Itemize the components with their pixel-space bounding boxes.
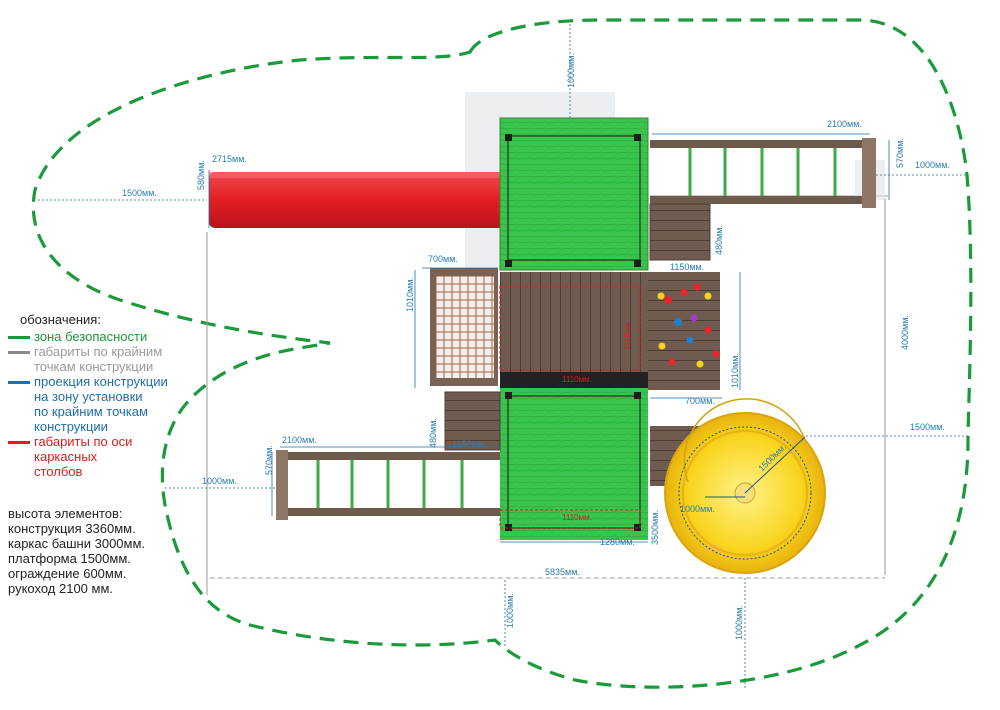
dimension-lines	[38, 20, 968, 690]
legend-label-gabarit: габариты по крайним точкам конструкции	[34, 344, 163, 374]
height-construction: конструкция 3360мм.	[8, 521, 136, 536]
dim-spiral-zone: 1500мм.	[910, 422, 945, 432]
dim-spiral-height: 3500мм.	[650, 510, 660, 545]
heights-title: высота элементов:	[8, 506, 123, 521]
dim-stairs-top: 480мм.	[714, 225, 724, 255]
dim-left-zone: 1500мм.	[122, 188, 157, 198]
dim-bottom-zone-left: 1000мм.	[505, 593, 515, 628]
top-monkey-bars	[650, 138, 876, 208]
dim-left-bottom-zone: 1000мм.	[202, 476, 237, 486]
legend-label-safety-zone: зона безопасности	[34, 329, 148, 344]
dim-climb-len: 1010мм.	[730, 353, 740, 388]
dim-stairs-bottom: 480мм.	[428, 418, 438, 448]
height-rail: рукоход 2100 мм.	[8, 581, 114, 596]
dim-bottom-zone-right: 1000мм.	[734, 605, 744, 640]
legend-item-safety-zone: зона безопасности	[8, 329, 213, 344]
dim-total-depth: 4000мм.	[900, 315, 910, 350]
dim-stairs-bottom-w: 1150мм.	[452, 439, 486, 449]
wooden-platform	[499, 272, 648, 388]
legend: обозначения: зона безопасности габариты …	[8, 312, 213, 479]
slide-edge	[209, 172, 505, 178]
dim-top-ladder-w: 570мм.	[895, 138, 905, 168]
dim-slide-w: 580мм.	[196, 160, 206, 190]
legend-label-axis: габариты по оси каркасных столбов	[34, 434, 133, 479]
tower-bottom	[499, 388, 648, 540]
dim-bottom-ladder-len: 2100мм.	[282, 435, 317, 445]
element-heights: высота элементов: конструкция 3360мм. ка…	[8, 506, 208, 596]
legend-line-safety-zone	[8, 336, 30, 339]
climbing-net	[430, 268, 498, 386]
climbing-wall	[648, 272, 720, 390]
height-frame: каркас башни 3000мм.	[8, 536, 146, 551]
legend-line-axis	[8, 441, 30, 444]
dim-top-zone: 1000мм.	[566, 53, 576, 88]
dim-top-ladder-len: 2100мм.	[827, 119, 862, 129]
bottom-monkey-bars	[276, 450, 500, 520]
tower-top	[499, 117, 649, 271]
stairs-bottom	[444, 391, 501, 451]
legend-item-projection: проекция конструкции на зону установки п…	[8, 374, 213, 434]
legend-item-axis: габариты по оси каркасных столбов	[8, 434, 213, 479]
legend-title: обозначения:	[20, 312, 101, 327]
red-slide	[209, 172, 505, 228]
legend-item-gabarit: габариты по крайним точкам конструкции	[8, 344, 213, 374]
stairs-top	[649, 203, 711, 261]
dim-bottom-ladder-w: 570мм.	[264, 445, 274, 475]
legend-label-projection: проекция конструкции на зону установки п…	[34, 374, 168, 434]
dim-net-w: 700мм.	[428, 254, 458, 264]
height-fence: ограждение 600мм.	[8, 566, 127, 581]
legend-line-projection	[8, 381, 30, 384]
dim-tower-inner: 1110мм.	[562, 513, 592, 522]
dim-spiral-inner: 1000мм.	[680, 504, 715, 514]
spiral-slide	[650, 398, 826, 574]
dim-total-width: 5835мм.	[545, 567, 580, 577]
dim-right-zone: 1000мм.	[915, 160, 950, 170]
dim-slide-len: 2715мм.	[212, 154, 247, 164]
dim-net-len: 1010мм.	[405, 277, 415, 312]
dim-stairs-top-w: 1150мм.	[670, 262, 704, 272]
dim-tower-width: 1280мм.	[600, 537, 635, 547]
dim-platform-h: 1110мм.	[623, 320, 632, 350]
dim-climb-w: 700мм.	[685, 396, 715, 406]
safety-zone-outline	[31, 18, 973, 689]
dim-platform-w: 1110мм.	[562, 375, 592, 384]
legend-line-gabarit	[8, 351, 30, 354]
height-platform: платформа 1500мм.	[8, 551, 131, 566]
